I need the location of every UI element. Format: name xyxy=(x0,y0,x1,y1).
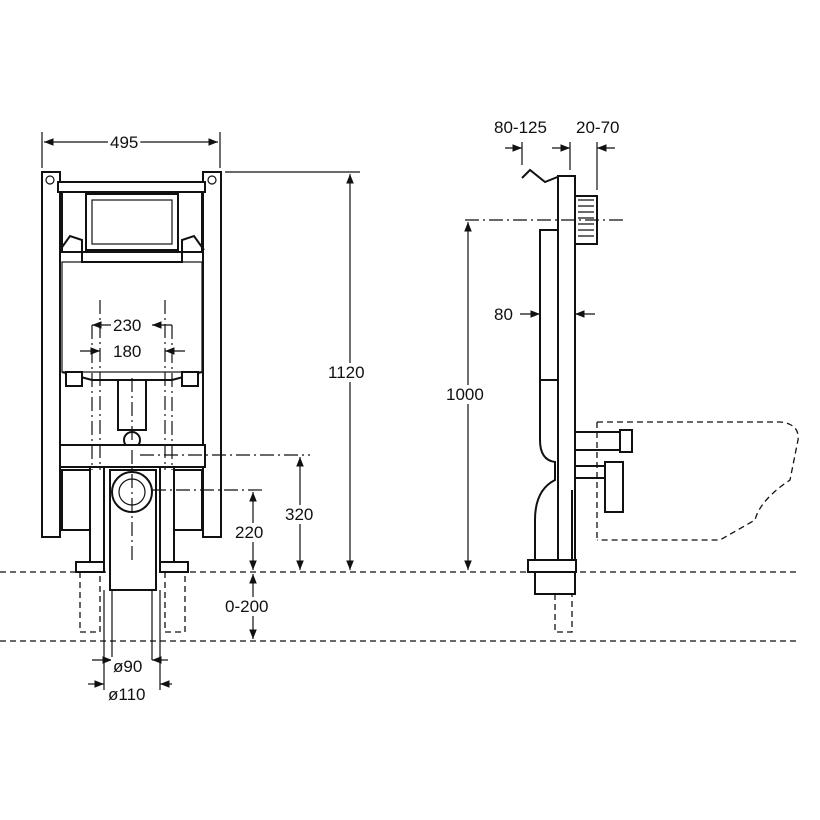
dim-depth-range: 80-125 xyxy=(494,118,547,137)
label-background xyxy=(111,657,145,676)
label-background xyxy=(111,316,144,335)
label-background xyxy=(492,118,549,137)
label-background xyxy=(111,342,144,361)
dim-outlet-outer: 230 xyxy=(113,316,141,335)
label-background xyxy=(108,133,141,152)
dim-frame-height: 1120 xyxy=(328,363,365,382)
label-background xyxy=(444,385,486,404)
side-dimensions: 80-125 20-70 80 1000 xyxy=(444,118,622,570)
label-background xyxy=(492,305,515,324)
label-background xyxy=(233,523,266,542)
label-background xyxy=(326,363,367,382)
dim-width: 495 xyxy=(110,133,138,152)
front-view-frame xyxy=(41,171,222,690)
front-dimensions: 495 230 180 1120 320 220 0-200 ø90 ø110 xyxy=(41,132,367,704)
dim-drain-height: 220 xyxy=(235,523,263,542)
label-background xyxy=(574,118,622,137)
dim-floor-adjustment: 0-200 xyxy=(225,597,268,616)
dim-drain-diameter-90: ø90 xyxy=(113,657,142,676)
label-background xyxy=(106,685,148,704)
side-view-frame xyxy=(465,168,799,633)
label-background xyxy=(283,505,316,524)
dim-drain-diameter-110: ø110 xyxy=(108,685,146,704)
dim-outlet-inner: 180 xyxy=(113,342,141,361)
label-background xyxy=(223,597,271,616)
dim-flush-pipe-height: 320 xyxy=(285,505,313,524)
dim-wall-offset-range: 20-70 xyxy=(576,118,619,137)
dim-frame-depth: 80 xyxy=(494,305,513,324)
dim-flush-plate-height: 1000 xyxy=(446,385,484,404)
